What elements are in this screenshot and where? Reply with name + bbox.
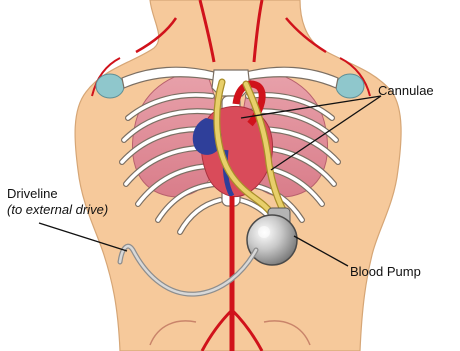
- cannulae-label: Cannulae: [378, 83, 434, 98]
- driveline-label: Driveline: [7, 186, 58, 201]
- driveline-note-label: (to external drive): [7, 202, 108, 217]
- blood-pump-label: Blood Pump: [350, 264, 421, 279]
